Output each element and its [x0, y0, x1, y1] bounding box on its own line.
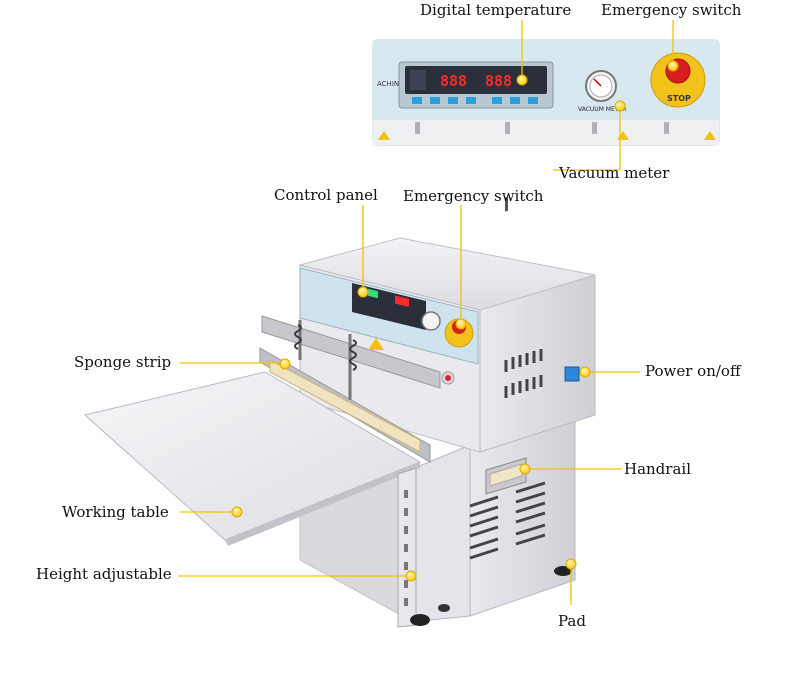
vacuum-gauge: VACUUM METER — [578, 70, 626, 113]
upper-vents — [504, 349, 543, 398]
label-handrail: Handrail — [624, 460, 691, 478]
sealing-bar — [259, 315, 441, 463]
display-left-digits: 888 — [440, 72, 467, 90]
dot-digital-temperature — [516, 74, 528, 86]
vacuum-sealer-machine — [83, 196, 596, 628]
label-pad: Pad — [558, 612, 586, 630]
stop-text: STOP — [667, 94, 691, 103]
dot-pad — [565, 558, 577, 570]
label-power-on-off: Power on/off — [645, 362, 741, 380]
dot-emergency-switch — [455, 318, 467, 330]
dot-height-adjustable — [405, 570, 417, 582]
control-panel-inset: ACHINE 888 888 VACUUM METER STO — [372, 39, 720, 146]
callout-dots — [231, 60, 679, 582]
label-working-table: Working table — [62, 503, 169, 521]
label-emergency-switch-top: Emergency switch — [601, 1, 742, 19]
lower-vents — [469, 481, 546, 560]
label-vacuum-meter: Vacuum meter — [559, 164, 670, 182]
display-right-digits: 888 — [485, 72, 512, 90]
dot-working-table — [231, 506, 243, 518]
dot-power-on-off — [579, 366, 591, 378]
dot-control-panel — [357, 286, 369, 298]
dot-emergency-switch-top — [667, 60, 679, 72]
emergency-stop-button: STOP — [650, 52, 706, 108]
digital-display: 888 888 — [398, 61, 554, 109]
label-emergency-switch: Emergency switch — [403, 187, 544, 205]
inset-machine-text: ACHINE — [377, 80, 404, 88]
dot-sponge-strip — [279, 358, 291, 370]
dot-vacuum-meter — [614, 100, 626, 112]
label-control-panel: Control panel — [274, 186, 378, 204]
dot-handrail — [519, 463, 531, 475]
label-sponge-strip: Sponge strip — [74, 353, 172, 371]
label-digital-temperature: Digital temperature — [420, 1, 572, 19]
vacuum-meter-plate: VACUUM METER — [578, 106, 626, 113]
callout-lines — [178, 20, 674, 605]
label-height-adjustable: Height adjustable — [36, 565, 172, 583]
